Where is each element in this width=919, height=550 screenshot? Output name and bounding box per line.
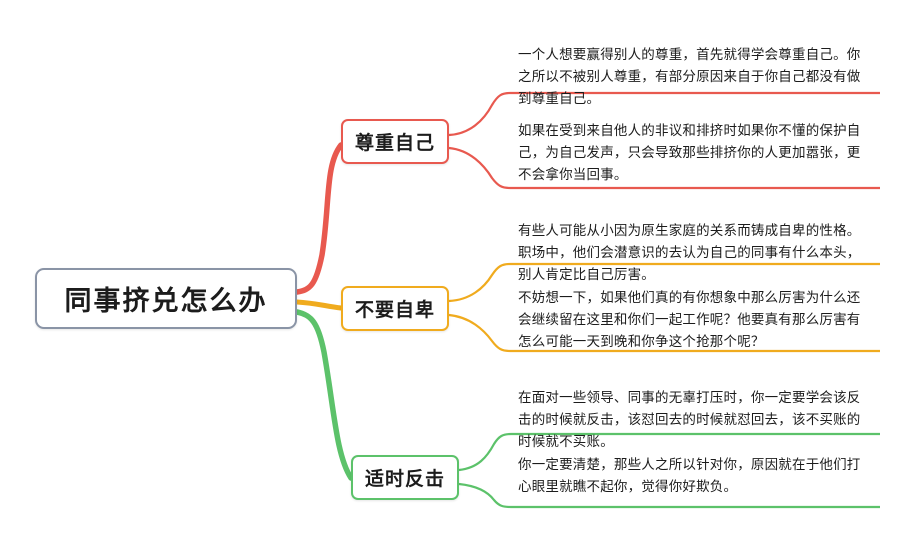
leaf-text[interactable]: 有些人可能从小因为原生家庭的关系而铸成自卑的性格。职场中，他们会潜意识的去认为自…	[518, 223, 861, 282]
connector-branch-2-leaf-1	[458, 482, 512, 509]
branch-node-label: 尊重自己	[354, 133, 435, 154]
connector-branch-2-leaf-0	[458, 432, 512, 472]
leaf-text[interactable]: 如果在受到来自他人的非议和排挤时如果你不懂的保护自己，为自己发声，只会导致那些排…	[518, 123, 861, 182]
connector-branch-1-leaf-1	[448, 313, 511, 353]
connector-branch-1-leaf-0	[448, 262, 511, 303]
connector-root-to-branch-0	[294, 142, 344, 295]
leaf-text[interactable]: 在面对一些领导、同事的无辜打压时，你一定要学会该反击的时候就反击，该怼回去的时候…	[518, 390, 861, 449]
branch-node-respect-yourself[interactable]: 尊重自己	[341, 119, 449, 164]
leaf-text[interactable]: 一个人想要赢得别人的尊重，首先就得学会尊重自己。你之所以不被别人尊重，有部分原因…	[518, 47, 861, 106]
branch-node-timely-counterattack[interactable]: 适时反击	[351, 455, 459, 500]
connector-branch-0-leaf-1	[448, 146, 511, 190]
leaf-text[interactable]: 你一定要清楚，那些人之所以针对你，原因就在于他们打心眼里就瞧不起你，觉得你好欺负…	[518, 457, 861, 494]
connector-branch-0-leaf-0	[448, 91, 511, 137]
connector-root-to-branch-1	[294, 299, 344, 311]
branch-node-no-inferiority[interactable]: 不要自卑	[341, 286, 449, 331]
connector-root-to-branch-2	[294, 309, 354, 481]
branch-node-label: 不要自卑	[354, 300, 435, 321]
root-node[interactable]: 同事挤兑怎么办	[35, 268, 297, 329]
root-node-label: 同事挤兑怎么办	[64, 286, 268, 316]
leaf-text[interactable]: 不妨想一下，如果他们真的有你想象中那么厉害为什么还会继续留在这里和你们一起工作呢…	[518, 290, 861, 349]
branch-node-label: 适时反击	[364, 469, 445, 490]
